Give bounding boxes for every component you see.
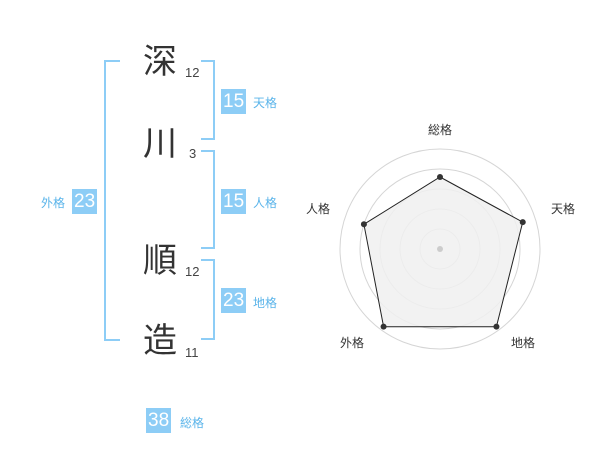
name-char-3: 順 xyxy=(143,241,177,281)
radar-point xyxy=(380,323,387,330)
chikaku-bracket xyxy=(201,259,215,340)
radar-label-tenkaku: 天格 xyxy=(551,201,575,216)
radar-point xyxy=(437,174,443,180)
jinkaku-bracket xyxy=(201,150,215,249)
name-char-1-strokes: 12 xyxy=(185,65,200,80)
radar-label-gaikaku: 外格 xyxy=(340,335,364,350)
name-char-2-strokes: 3 xyxy=(189,146,197,161)
radar-label-chikaku: 地格 xyxy=(511,335,535,350)
radar-point xyxy=(519,219,526,226)
gaikaku-label: 外格 xyxy=(41,196,66,210)
tenkaku-value: 15 xyxy=(221,89,247,114)
tenkaku-label: 天格 xyxy=(253,96,278,110)
radar-points xyxy=(360,174,526,330)
chikaku-label: 地格 xyxy=(253,296,278,310)
gaikaku-value: 23 xyxy=(72,189,98,214)
tenkaku-bracket xyxy=(201,60,215,140)
name-char-1: 深 xyxy=(143,42,177,82)
jinkaku-label: 人格 xyxy=(253,196,278,210)
radar-center-dot xyxy=(437,246,443,252)
radar-point xyxy=(493,323,500,330)
chikaku-value: 23 xyxy=(221,288,247,313)
name-char-4: 造 xyxy=(143,321,177,361)
radar-point xyxy=(360,221,367,228)
radar-label-soukaku: 総格 xyxy=(428,122,452,137)
soukaku-label: 総格 xyxy=(180,416,205,430)
radar-grid-ring xyxy=(359,168,521,330)
name-char-4-strokes: 11 xyxy=(185,345,199,360)
radar-area xyxy=(363,176,524,328)
soukaku-value: 38 xyxy=(146,408,172,433)
gaikaku-bracket xyxy=(104,60,120,341)
name-char-2: 川 xyxy=(143,124,177,164)
jinkaku-value: 15 xyxy=(221,189,247,214)
name-char-3-strokes: 12 xyxy=(185,264,200,279)
radar-label-jinkaku: 人格 xyxy=(306,201,330,216)
